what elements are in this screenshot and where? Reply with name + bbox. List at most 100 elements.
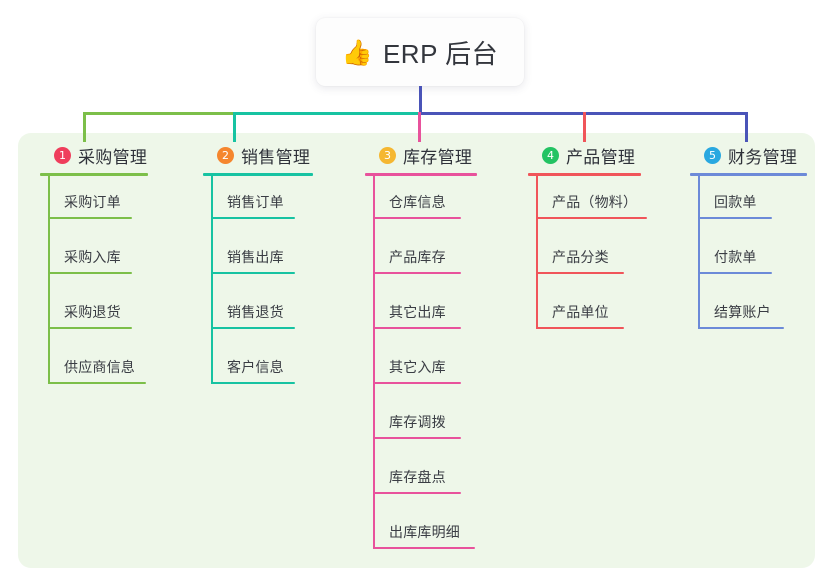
branch-title: 产品管理 [566,147,636,167]
branch-column-5[interactable]: 5 财务管理回款单付款单结算账户 [690,142,807,341]
branch-items: 回款单付款单结算账户 [690,176,807,341]
branch-column-3[interactable]: 3 库存管理仓库信息产品库存其它出库其它入库库存调拨库存盘点出库库明细 [365,142,477,561]
leaf-underline [48,327,132,329]
content-panel [18,133,815,568]
branch-header-3[interactable]: 3 库存管理 [365,142,477,168]
branch-spine [698,176,700,329]
leaf-label: 库存调拨 [389,414,446,430]
leaf-label: 供应商信息 [64,359,135,375]
leaf-underline [211,382,295,384]
branch-items: 销售订单销售出库销售退货客户信息 [203,176,313,396]
leaf-underline [373,382,461,384]
branch-title: 财务管理 [728,147,798,167]
branch-index-badge: 2 [217,146,234,164]
branch-index-badge: 4 [542,146,559,164]
leaf-item[interactable]: 销售退货 [203,286,317,341]
branch-items: 产品（物料） 产品分类产品单位 [528,176,647,341]
leaf-label: 采购入库 [64,249,121,265]
leaf-item[interactable]: 销售出库 [203,231,317,286]
leaf-label: 销售出库 [227,249,284,265]
leaf-underline [373,547,475,549]
leaf-underline [373,217,461,219]
leaf-underline [373,437,461,439]
leaf-label: 结算账户 [714,304,771,320]
branch-spine [211,176,213,384]
branch-items: 采购订单采购入库采购退货供应商信息 [40,176,148,396]
bar-segment-green [83,112,233,115]
leaf-label: 产品（物料） [552,194,638,210]
branch-underline [528,173,641,176]
leaf-label: 其它出库 [389,304,446,320]
leaf-underline [48,272,132,274]
branch-title: 库存管理 [403,147,473,167]
leaf-underline [536,272,624,274]
leaf-item[interactable]: 结算账户 [690,286,806,341]
branch-underline [690,173,807,176]
leaf-item[interactable]: 库存调拨 [365,396,483,451]
leaf-label: 回款单 [714,194,757,210]
branch-items: 仓库信息产品库存其它出库其它入库库存调拨库存盘点出库库明细 [365,176,477,561]
branch-underline [40,173,148,176]
leaf-underline [211,272,295,274]
thumbs-up-emoji: 👍 [341,37,373,67]
leaf-underline [48,217,132,219]
bar-segment-blue [418,112,747,115]
leaf-underline [211,327,295,329]
branch-spine [48,176,50,384]
leaf-item[interactable]: 回款单 [690,176,794,231]
leaf-label: 其它入库 [389,359,446,375]
leaf-item[interactable]: 产品（物料） [528,176,669,231]
leaf-item[interactable]: 采购入库 [40,231,154,286]
leaf-underline [373,327,461,329]
branch-spine [373,176,375,549]
leaf-item[interactable]: 库存盘点 [365,451,483,506]
leaf-item[interactable]: 采购订单 [40,176,154,231]
leaf-label: 库存盘点 [389,469,446,485]
branch-index-badge: 5 [704,146,721,164]
root-node-card[interactable]: 👍 ERP 后台 [316,18,524,86]
branch-index-badge: 1 [54,146,71,164]
leaf-label: 客户信息 [227,359,284,375]
leaf-label: 采购退货 [64,304,121,320]
branch-underline [365,173,477,176]
leaf-label: 产品库存 [389,249,446,265]
leaf-underline [211,217,295,219]
leaf-item[interactable]: 供应商信息 [40,341,168,396]
leaf-item[interactable]: 产品分类 [528,231,646,286]
leaf-underline [536,327,624,329]
branch-column-4[interactable]: 4 产品管理产品（物料） 产品分类产品单位 [528,142,647,341]
root-stem [419,86,422,114]
leaf-underline [698,272,772,274]
leaf-label: 销售订单 [227,194,284,210]
branch-header-5[interactable]: 5 财务管理 [690,142,807,168]
leaf-label: 产品单位 [552,304,609,320]
leaf-underline [698,217,772,219]
leaf-item[interactable]: 销售订单 [203,176,317,231]
root-title: ERP 后台 [382,38,499,69]
branch-index-badge: 3 [379,146,396,164]
leaf-underline [48,382,146,384]
leaf-underline [373,492,461,494]
leaf-underline [373,272,461,274]
branch-header-4[interactable]: 4 产品管理 [528,142,641,168]
leaf-label: 采购订单 [64,194,121,210]
leaf-label: 出库库明细 [389,524,460,540]
leaf-item[interactable]: 采购退货 [40,286,154,341]
leaf-underline [536,217,647,219]
leaf-item[interactable]: 出库库明细 [365,506,497,561]
leaf-item[interactable]: 其它出库 [365,286,483,341]
branch-underline [203,173,313,176]
leaf-item[interactable]: 客户信息 [203,341,317,396]
leaf-item[interactable]: 仓库信息 [365,176,483,231]
leaf-label: 仓库信息 [389,194,446,210]
leaf-label: 产品分类 [552,249,609,265]
leaf-item[interactable]: 其它入库 [365,341,483,396]
leaf-item[interactable]: 产品单位 [528,286,646,341]
leaf-item[interactable]: 付款单 [690,231,794,286]
leaf-item[interactable]: 产品库存 [365,231,483,286]
